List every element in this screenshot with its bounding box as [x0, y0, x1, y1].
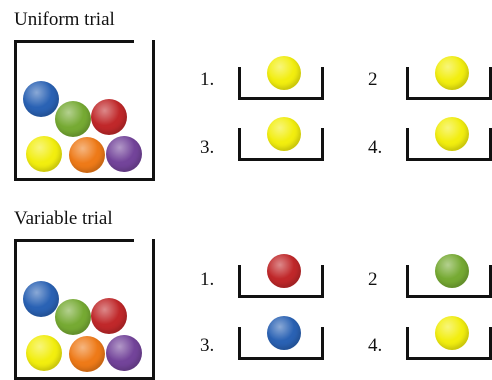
ball-red — [91, 99, 127, 135]
cup-4 — [406, 316, 492, 360]
trial-label-3: 3. — [200, 335, 215, 356]
trial-label-2: 2 — [368, 269, 378, 290]
ball-green — [55, 101, 91, 137]
title-variable-trial: Variable trial — [14, 208, 113, 229]
trial-label-3: 3. — [200, 137, 215, 158]
trial-label-4: 4. — [368, 335, 383, 356]
trial-label-4: 4. — [368, 137, 383, 158]
ball-yellow — [26, 136, 62, 172]
ball-green — [435, 254, 469, 288]
cup-3 — [238, 316, 324, 360]
cup-2 — [406, 56, 492, 100]
trial-label-2: 2 — [368, 69, 378, 90]
title-uniform-trial: Uniform trial — [14, 9, 115, 30]
ball-yellow — [26, 335, 62, 371]
ball-yellow — [267, 117, 301, 151]
jar-uniform — [14, 40, 155, 181]
ball-orange — [69, 336, 105, 372]
ball-yellow — [267, 56, 301, 90]
jar-variable — [14, 239, 155, 380]
ball-purple — [106, 136, 142, 172]
ball-blue — [23, 281, 59, 317]
ball-red — [91, 298, 127, 334]
ball-blue — [23, 81, 59, 117]
ball-green — [55, 299, 91, 335]
ball-yellow — [435, 56, 469, 90]
cup-2 — [406, 254, 492, 298]
jar-lid — [17, 40, 134, 43]
jar-lid — [17, 239, 134, 242]
cup-3 — [238, 117, 324, 161]
ball-orange — [69, 137, 105, 173]
trial-label-1: 1. — [200, 269, 215, 290]
ball-red — [267, 254, 301, 288]
ball-yellow — [435, 316, 469, 350]
ball-blue — [267, 316, 301, 350]
ball-yellow — [435, 117, 469, 151]
ball-purple — [106, 335, 142, 371]
cup-1 — [238, 254, 324, 298]
cup-4 — [406, 117, 492, 161]
cup-1 — [238, 56, 324, 100]
trial-label-1: 1. — [200, 69, 215, 90]
